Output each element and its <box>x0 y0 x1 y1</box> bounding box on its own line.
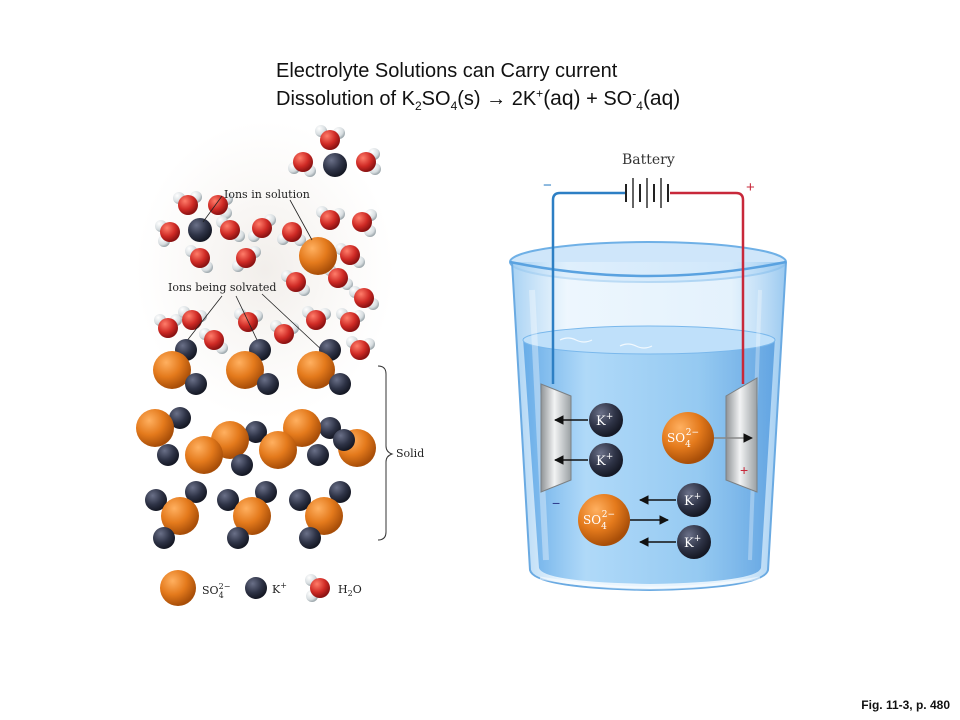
so4-ion-1: SO42− <box>662 412 753 464</box>
sulfate-ion <box>299 237 337 275</box>
water-molecule <box>155 220 180 247</box>
left-panel: Ions in solution Ions being solvated <box>135 120 424 606</box>
water-molecule <box>173 191 202 215</box>
water-molecule <box>288 152 316 177</box>
positive-electrode <box>725 377 758 493</box>
negative-electrode <box>540 383 572 493</box>
slide-title: Electrolyte Solutions can Carry current … <box>276 58 680 113</box>
label-solid: Solid <box>396 447 424 460</box>
electrode-positive-sign: + <box>740 462 748 478</box>
water-molecule <box>277 222 306 246</box>
water-molecule <box>335 243 365 268</box>
title-line-1: Electrolyte Solutions can Carry current <box>276 60 618 82</box>
positive-wire <box>670 191 745 384</box>
water-molecule <box>232 246 261 272</box>
water-molecule <box>216 216 245 242</box>
legend-water-label: H2O <box>338 583 362 598</box>
water-molecule <box>352 209 377 237</box>
k-ion-3: K+ <box>639 483 711 517</box>
k-ion-4: K+ <box>639 525 711 559</box>
so4-ion-2: SO42− <box>578 494 669 546</box>
water-molecule <box>349 286 379 310</box>
water-molecule <box>356 148 381 175</box>
water-molecule <box>178 306 207 330</box>
k-ion-label: K+ <box>596 412 613 429</box>
legend-sulfate-label: SO42− <box>202 582 230 600</box>
potassium-ion <box>188 218 212 242</box>
title-line-2: Dissolution of K2SO4(s) → 2K+(aq) + SO-4… <box>276 86 681 113</box>
battery-negative-sign: − <box>543 177 552 194</box>
k-ion-label: K+ <box>684 492 701 509</box>
k-ion-2: K+ <box>554 443 623 477</box>
battery-positive-sign: + <box>746 179 755 196</box>
negative-wire <box>551 191 626 384</box>
water-molecule <box>248 214 276 242</box>
beaker-panel: Battery − + − + K+ K+ K+ K+ <box>509 152 787 592</box>
k-ion-label: K+ <box>684 534 701 551</box>
water-molecule <box>346 336 375 360</box>
water-molecule <box>336 308 365 332</box>
k-ion-1: K+ <box>554 403 623 437</box>
k-ion-label: K+ <box>596 452 613 469</box>
water-molecule <box>199 328 228 354</box>
water-molecule <box>302 306 331 330</box>
water-molecule <box>185 245 213 273</box>
so4-ion-label: SO42− <box>583 510 615 532</box>
water-molecule <box>315 125 345 150</box>
label-ions-in-solution: Ions in solution <box>224 188 310 201</box>
solid-crystal <box>136 339 376 549</box>
potassium-ion <box>323 153 347 177</box>
water-molecule <box>154 314 182 338</box>
water-molecule <box>270 320 299 344</box>
legend-potassium-label: K+ <box>272 581 287 596</box>
electrode-negative-sign: − <box>552 495 560 511</box>
water-molecule <box>316 206 345 230</box>
water-molecule <box>208 193 233 219</box>
figure-caption: Fig. 11-3, p. 480 <box>861 698 950 712</box>
arrow-icon: → <box>486 88 507 110</box>
so4-ion-label: SO42− <box>667 428 699 450</box>
label-ions-being-solvated: Ions being solvated <box>168 281 276 294</box>
water-molecule <box>281 270 310 296</box>
battery-icon <box>625 178 669 208</box>
battery-label: Battery <box>622 152 675 168</box>
legend: SO42− K+ H2O <box>160 570 362 606</box>
